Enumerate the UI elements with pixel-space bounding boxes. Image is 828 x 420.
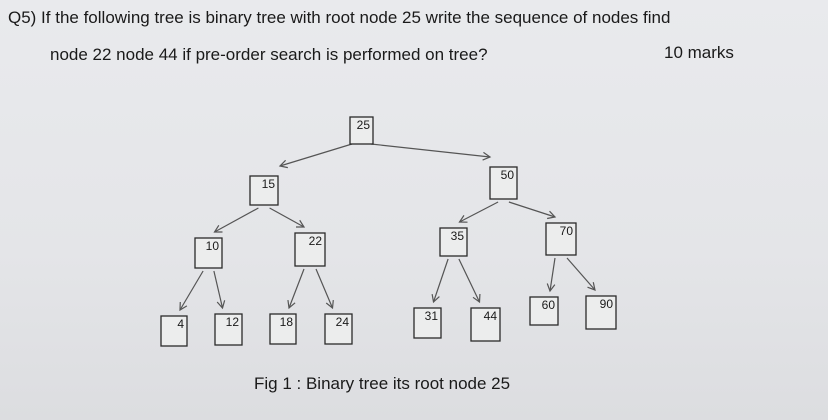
node-label: 18 bbox=[280, 315, 294, 329]
edge-25-15 bbox=[279, 143, 353, 167]
node-label: 90 bbox=[600, 297, 614, 311]
edge-35-44 bbox=[458, 258, 481, 303]
edge-15-22 bbox=[269, 207, 305, 228]
node-label: 4 bbox=[177, 317, 184, 331]
question-line-2: node 22 node 44 if pre-order search is p… bbox=[50, 45, 488, 64]
edge-70-90 bbox=[566, 257, 596, 291]
tree-node-31: 31 bbox=[413, 307, 442, 339]
node-box bbox=[470, 307, 501, 342]
tree-node-15: 15 bbox=[249, 175, 279, 206]
arrowhead-4 bbox=[179, 301, 188, 312]
tree-node-10: 10 bbox=[194, 237, 223, 269]
figure-caption: Fig 1 : Binary tree its root node 25 bbox=[254, 374, 511, 393]
node-label: 12 bbox=[226, 315, 240, 329]
marks-label: 10 marks bbox=[664, 43, 734, 62]
tree-node-35: 35 bbox=[439, 227, 468, 257]
node-label: 70 bbox=[560, 224, 574, 238]
edge-25-50 bbox=[370, 143, 491, 158]
edge-50-35 bbox=[459, 201, 499, 223]
node-label: 24 bbox=[336, 315, 350, 329]
node-box bbox=[545, 222, 577, 256]
arrowhead-60 bbox=[546, 283, 556, 293]
tree-node-60: 60 bbox=[529, 296, 559, 326]
arrowhead-31 bbox=[431, 294, 440, 304]
arrowhead-90 bbox=[587, 282, 596, 291]
node-box bbox=[439, 227, 468, 257]
tree-node-50: 50 bbox=[489, 166, 518, 200]
tree-node-70: 70 bbox=[545, 222, 577, 256]
node-label: 22 bbox=[309, 234, 323, 248]
node-label: 25 bbox=[357, 118, 371, 132]
node-box bbox=[160, 315, 188, 347]
node-label: 31 bbox=[425, 309, 439, 323]
edge-10-4 bbox=[179, 270, 204, 311]
arrowhead-50 bbox=[482, 151, 492, 161]
node-label: 35 bbox=[451, 229, 465, 243]
arrowhead-70 bbox=[547, 210, 557, 220]
arrowhead-22 bbox=[295, 219, 306, 228]
node-box bbox=[324, 313, 353, 345]
tree-node-22: 22 bbox=[294, 232, 326, 267]
arrowhead-24 bbox=[325, 299, 334, 310]
tree-node-25: 25 bbox=[349, 116, 374, 145]
node-box bbox=[294, 232, 326, 267]
node-box bbox=[413, 307, 442, 339]
edge-70-60 bbox=[549, 257, 556, 292]
node-box bbox=[269, 313, 297, 345]
tree-node-4: 4 bbox=[160, 315, 188, 347]
node-box bbox=[349, 116, 374, 145]
tree-node-90: 90 bbox=[585, 295, 617, 330]
arrowhead-10 bbox=[213, 224, 223, 233]
arrowhead-15 bbox=[278, 159, 288, 169]
tree-node-24: 24 bbox=[324, 313, 353, 345]
node-box bbox=[585, 295, 617, 330]
node-label: 60 bbox=[542, 298, 556, 312]
edge-22-18 bbox=[288, 268, 305, 309]
node-label: 10 bbox=[206, 239, 220, 253]
arrowhead-12 bbox=[216, 300, 226, 310]
arrowhead-35 bbox=[458, 215, 468, 223]
node-box bbox=[194, 237, 223, 269]
tree-node-44: 44 bbox=[470, 307, 501, 342]
node-label: 50 bbox=[501, 168, 515, 182]
node-label: 15 bbox=[262, 177, 276, 191]
arrowhead-44 bbox=[472, 293, 481, 304]
node-box bbox=[249, 175, 279, 206]
question-line-1: Q5) If the following tree is binary tree… bbox=[8, 8, 671, 27]
edge-50-70 bbox=[508, 201, 556, 218]
edge-35-31 bbox=[432, 258, 449, 303]
tree-node-18: 18 bbox=[269, 313, 297, 345]
node-label: 44 bbox=[484, 309, 498, 323]
arrowhead-18 bbox=[287, 299, 296, 310]
node-box bbox=[489, 166, 518, 200]
edge-22-24 bbox=[315, 268, 334, 309]
tree-node-12: 12 bbox=[214, 313, 243, 346]
node-box bbox=[529, 296, 559, 326]
node-box bbox=[214, 313, 243, 346]
edge-15-10 bbox=[214, 207, 259, 233]
edge-10-12 bbox=[213, 270, 224, 309]
